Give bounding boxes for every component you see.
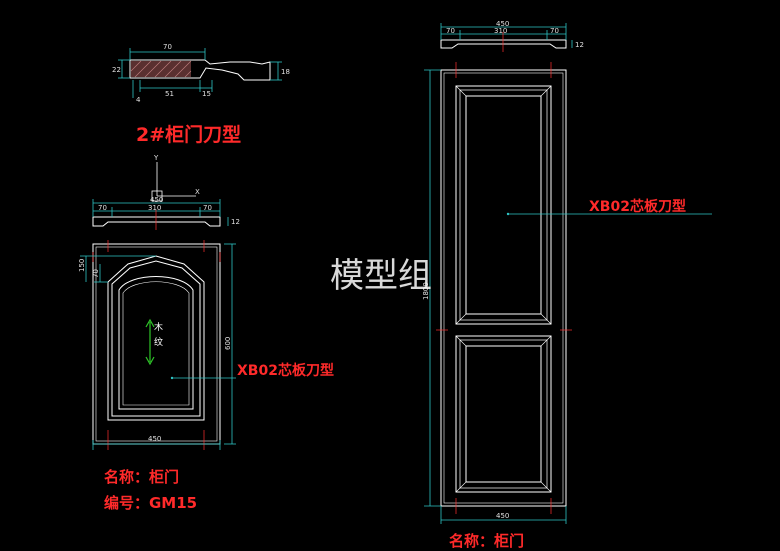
axis-x-label: X xyxy=(195,188,200,196)
small-door-bottom-dim: 450 xyxy=(148,435,161,443)
small-door-dim-right: 70 xyxy=(203,204,212,212)
small-door-arch-dim-b: 70 xyxy=(92,269,100,278)
profile-dim-top: 70 xyxy=(163,43,172,51)
tall-door-dim-overall: 450 xyxy=(496,20,509,28)
grain-direction-arrow xyxy=(145,318,155,366)
tall-door-height-dims xyxy=(424,69,441,507)
tall-door-height-dim: 1800 xyxy=(422,282,430,300)
small-door-centerlines xyxy=(92,210,221,450)
small-door-top-dims xyxy=(92,199,229,226)
tall-door-top-dims xyxy=(440,23,573,48)
tall-door-drawing: 450 70 310 70 12 xyxy=(422,20,712,550)
tall-door-bottom-dim: 450 xyxy=(496,512,509,520)
small-door-arch-panel-outer xyxy=(107,255,205,421)
profile-dim-right: 18 xyxy=(281,68,290,76)
small-door-bottom-dims xyxy=(92,440,221,450)
small-door-height-dim: 600 xyxy=(224,337,232,350)
small-door-code-line: 编号：GM15 xyxy=(104,494,197,512)
small-door-inner-frame xyxy=(95,246,218,442)
small-door-arch-panel-mid xyxy=(111,260,201,417)
tall-door-dim-left: 70 xyxy=(446,27,455,35)
small-door-arch-panel-inner xyxy=(118,276,194,410)
ucs-axis-icon xyxy=(151,162,196,202)
tall-door-top-profile xyxy=(440,39,567,49)
small-door-dim-overall: 450 xyxy=(150,196,163,204)
tall-door-dim-right: 70 xyxy=(550,27,559,35)
profile-title: 2#柜门刀型 xyxy=(136,123,241,146)
small-door-dim-mid: 310 xyxy=(148,204,161,212)
tall-door-lower-panel-outer xyxy=(455,335,552,493)
small-door-top-profile xyxy=(92,216,221,227)
profile-dim-bottom-a: 51 xyxy=(165,90,174,98)
small-door-panel-leader-dot xyxy=(170,376,174,380)
tall-door-upper-panel-mid xyxy=(459,89,548,321)
profile-hatch xyxy=(131,61,191,77)
profile-dimensions xyxy=(118,48,282,98)
small-door-drawing: Y X 450 70 310 70 12 xyxy=(78,154,334,512)
small-door-dim-left: 70 xyxy=(98,204,107,212)
tall-door-name-line: 名称：柜门 xyxy=(449,532,524,550)
tall-door-upper-panel-bevels xyxy=(455,85,552,325)
small-door-arch-dims xyxy=(80,243,236,445)
profile-drawing: 70 22 51 15 18 4 2#柜门刀型 xyxy=(112,43,290,146)
tall-door-lower-panel-mid xyxy=(459,339,548,489)
grain-label-1: 木 xyxy=(154,321,163,333)
profile-dim-bottom-b: 15 xyxy=(202,90,211,98)
small-door-arch-dim-a: 150 xyxy=(78,259,86,272)
tall-door-dim-mid: 310 xyxy=(494,27,507,35)
tall-door-panel-label: XB02芯板刀型 xyxy=(589,198,686,215)
small-door-dim-thickness: 12 xyxy=(231,218,240,226)
tall-door-upper-panel-inner xyxy=(465,95,542,315)
small-door-arch-panel-core xyxy=(122,281,190,406)
axis-y-label: Y xyxy=(153,154,159,162)
profile-dim-left: 22 xyxy=(112,66,121,74)
profile-dim-corner: 4 xyxy=(136,96,141,104)
tall-door-lower-panel-inner xyxy=(465,345,542,483)
tall-door-bottom-dims xyxy=(440,506,567,524)
tall-door-inner-frame xyxy=(443,72,564,504)
watermark-text: 模型组 xyxy=(330,256,432,296)
grain-label-2: 纹 xyxy=(154,336,163,348)
profile-hatch-lines xyxy=(130,60,192,78)
tall-door-lower-panel-bevels xyxy=(455,335,552,493)
small-door-panel-label: XB02芯板刀型 xyxy=(237,362,334,379)
tall-door-centerlines xyxy=(436,32,572,514)
tall-door-upper-panel-outer xyxy=(455,85,552,325)
small-door-name-line: 名称：柜门 xyxy=(104,468,179,486)
tall-door-panel-leader-dot xyxy=(506,212,510,216)
tall-door-outer-frame xyxy=(440,69,567,507)
tall-door-dim-thickness: 12 xyxy=(575,41,584,49)
